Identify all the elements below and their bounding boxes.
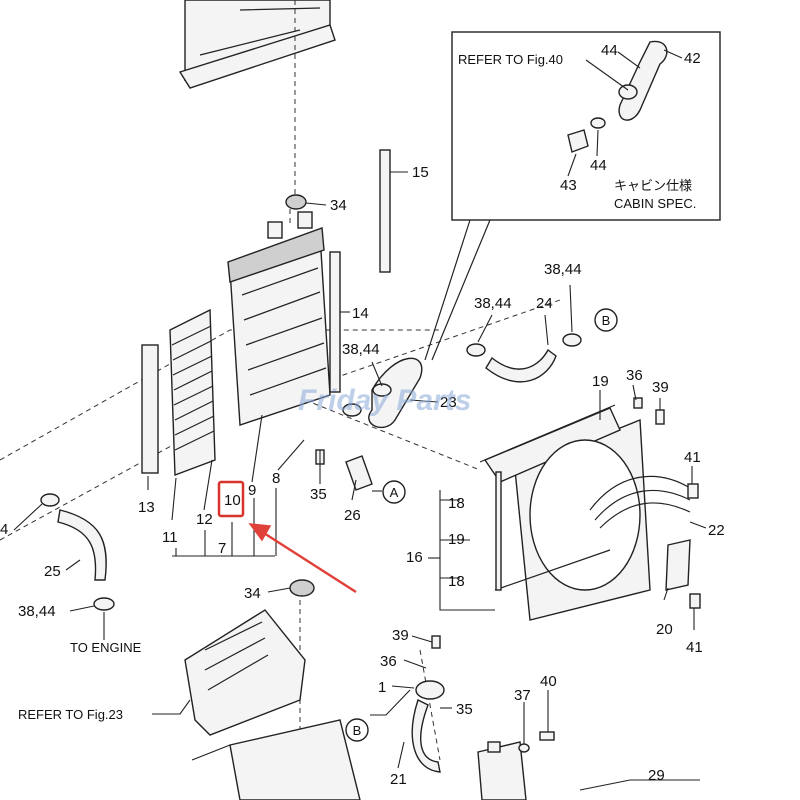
- svg-text:B: B: [602, 313, 611, 328]
- callout-8: 8: [272, 470, 280, 487]
- callout-10: 10: [224, 492, 241, 509]
- inset-note-jp: キャビン仕様: [614, 178, 692, 193]
- callout-19a: 19: [592, 373, 609, 390]
- callout-1: 1: [378, 679, 386, 696]
- callout-3844c: 38,44: [544, 261, 582, 278]
- callout-35a: 35: [310, 486, 327, 503]
- mount-rubber-34a: [285, 194, 307, 210]
- highlight-arrow: [248, 523, 357, 594]
- callout-19b: 19: [448, 531, 465, 548]
- callout-37: 37: [514, 687, 531, 704]
- callout-11: 11: [162, 529, 178, 546]
- callout-18b: 18: [448, 573, 465, 590]
- callout-34a: 34: [330, 197, 347, 214]
- oil-cooler: [169, 308, 216, 476]
- svg-text:B: B: [353, 723, 362, 738]
- callout-39a: 39: [652, 379, 669, 396]
- circle-ref-b-bottom: B: [345, 718, 369, 742]
- callout-3844a: 38,44: [342, 341, 380, 358]
- ref-to-engine: TO ENGINE: [70, 640, 142, 655]
- callout-4: 4: [0, 521, 8, 538]
- hoses: [57, 348, 557, 773]
- callout-22: 22: [708, 522, 725, 539]
- watermark: Friday Parts: [298, 384, 471, 417]
- callout-15: 15: [412, 164, 429, 181]
- inset-label-43: 43: [560, 177, 577, 194]
- callout-39b: 39: [392, 627, 409, 644]
- circle-ref-a: A: [382, 480, 406, 504]
- callout-36a: 36: [626, 367, 643, 384]
- reserve-tank: [477, 741, 527, 800]
- side-plate-14: [329, 251, 341, 393]
- callout-23: 23: [440, 394, 457, 411]
- callout-40: 40: [540, 673, 557, 690]
- callout-16: 16: [406, 549, 423, 566]
- callout-41b: 41: [686, 639, 703, 656]
- callout-18a: 18: [448, 495, 465, 512]
- ref-fig23: REFER TO Fig.23: [18, 707, 123, 722]
- callout-25: 25: [44, 563, 61, 580]
- inset-label-44b: 44: [590, 157, 607, 174]
- inset-label-44a: 44: [601, 42, 618, 59]
- cabin-spec-inset: REFER TO Fig.40 44 42 44 43 キャビン仕様 CABIN…: [424, 31, 721, 361]
- callout-14: 14: [352, 305, 369, 322]
- callout-3844d: 38,44: [18, 603, 56, 620]
- hose-clamps: [40, 333, 582, 611]
- callout-7: 7: [218, 540, 226, 557]
- callout-35b: 35: [456, 701, 473, 718]
- fan-shroud: [479, 404, 691, 621]
- callout-29: 29: [648, 767, 665, 784]
- callout-34b: 34: [244, 585, 261, 602]
- callout-26: 26: [344, 507, 361, 524]
- radiator-core: [227, 196, 331, 426]
- filler-cap: [415, 680, 445, 700]
- leader-lines: [13, 171, 707, 791]
- highlight-box-10: [217, 480, 245, 518]
- inset-label-42: 42: [684, 50, 701, 67]
- circle-ref-b-top: B: [594, 308, 618, 332]
- callout-12: 12: [196, 511, 213, 528]
- callout-41a: 41: [684, 449, 701, 466]
- callout-3844b: 38,44: [474, 295, 512, 312]
- inset-refer-text: REFER TO Fig.40: [458, 52, 563, 67]
- callout-20: 20: [656, 621, 673, 638]
- callout-9: 9: [248, 482, 256, 499]
- inset-note-en: CABIN SPEC.: [614, 196, 696, 211]
- callout-36b: 36: [380, 653, 397, 670]
- rod-15: [379, 149, 391, 273]
- lower-frame: [184, 609, 361, 800]
- callout-24: 24: [536, 295, 553, 312]
- upper-frame-bracket: [178, 0, 336, 89]
- callout-21: 21: [390, 771, 407, 788]
- mount-rubber-34b: [289, 579, 315, 597]
- callout-labels: 15 34 14 38,44 38,44 38,44 24 23 19 36 3…: [0, 164, 725, 788]
- callout-13: 13: [138, 499, 155, 516]
- svg-text:A: A: [390, 485, 399, 500]
- side-plate-13: [141, 344, 159, 474]
